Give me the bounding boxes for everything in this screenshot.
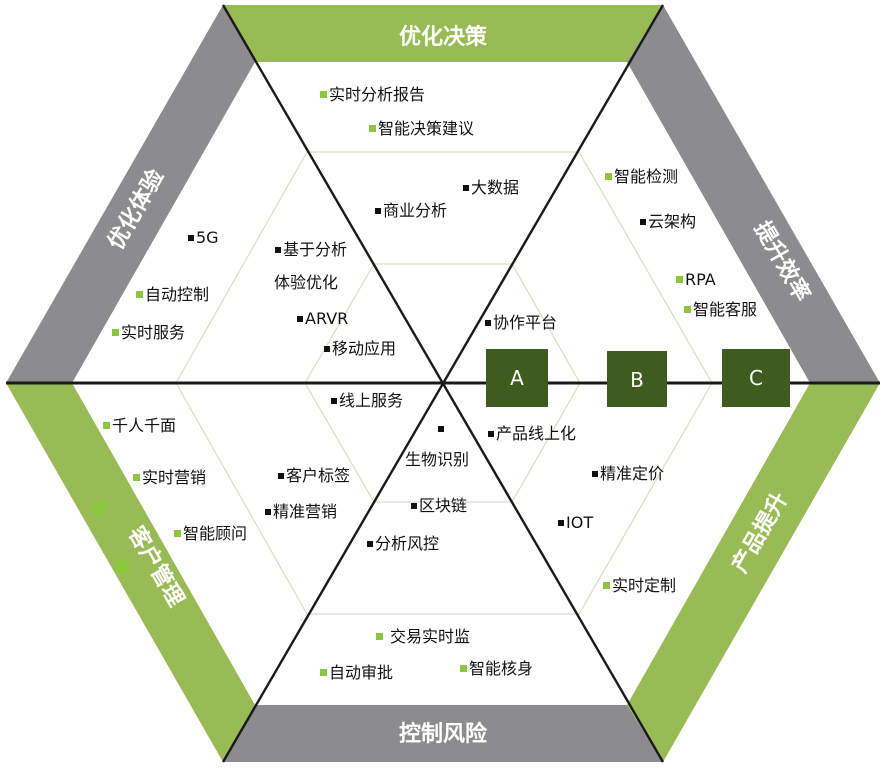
band-label-bottom: 控制风险 (399, 721, 488, 747)
svg-text:商业分析: 商业分析 (383, 201, 447, 220)
band-upper-right (627, 5, 880, 383)
band-top (223, 5, 663, 62)
svg-text:智能核身: 智能核身 (469, 659, 533, 678)
svg-text:基于分析: 基于分析 (283, 240, 347, 259)
item-c8: 分析风控 (367, 534, 439, 553)
svg-text:大数据: 大数据 (471, 178, 519, 197)
item-r1: 智能检测 (605, 167, 678, 186)
svg-text:自动审批: 自动审批 (329, 663, 393, 682)
item-lr3: 实时定制 (603, 576, 676, 595)
item-ll3: 智能顾问 (174, 524, 247, 543)
item-t4: 大数据 (463, 178, 519, 197)
item-l3: 实时服务 (112, 323, 185, 342)
band-upper-left (6, 5, 255, 383)
svg-text:实时分析报告: 实时分析报告 (329, 85, 425, 104)
band-bottom (223, 705, 663, 762)
item-c1: 协作平台 (485, 313, 557, 332)
item-b3: 智能核身 (460, 659, 533, 678)
svg-text:智能顾问: 智能顾问 (183, 524, 247, 543)
svg-text:智能客服: 智能客服 (693, 300, 757, 319)
item-lr1: 精准定价 (592, 464, 664, 483)
svg-text:精准定价: 精准定价 (600, 464, 664, 483)
svg-text:客户标签: 客户标签 (286, 466, 350, 485)
svg-text:自动控制: 自动控制 (145, 285, 209, 304)
item-ll1: 千人千面 (103, 416, 176, 435)
item-c7: 区块链 (411, 496, 467, 515)
item-l5: ARVR (297, 309, 348, 328)
svg-text:线上服务: 线上服务 (339, 391, 403, 410)
item-c3: 产品线上化 (488, 424, 576, 443)
box-a: A (486, 349, 548, 407)
svg-text:产品线上化: 产品线上化 (496, 424, 576, 443)
item-l2: 自动控制 (136, 285, 209, 304)
band-label-top: 优化决策 (399, 24, 488, 50)
svg-text:生物识别: 生物识别 (405, 450, 469, 469)
svg-text:实时定制: 实时定制 (612, 576, 676, 595)
band-lower-right (627, 383, 880, 762)
box-b: B (607, 351, 667, 407)
svg-text:千人千面: 千人千面 (112, 416, 176, 435)
item-r2: 云架构 (640, 212, 696, 231)
svg-text:ARVR: ARVR (305, 309, 348, 328)
svg-text:精准营销: 精准营销 (273, 502, 337, 521)
svg-text:C: C (749, 366, 763, 390)
item-c5: 客户标签 (278, 466, 350, 485)
svg-text:体验优化: 体验优化 (274, 273, 338, 292)
item-r3: RPA (676, 270, 716, 289)
svg-text:IOT: IOT (566, 513, 593, 532)
item-l4b: 体验优化 (274, 273, 338, 292)
item-lr2: IOT (558, 513, 593, 532)
svg-text:B: B (630, 368, 644, 392)
svg-text:协作平台: 协作平台 (493, 313, 557, 332)
svg-text:云架构: 云架构 (648, 212, 696, 231)
svg-text:交易实时监: 交易实时监 (390, 627, 470, 646)
deco-square-2 (115, 559, 129, 573)
spoke-diagonal-b (221, 4, 665, 763)
item-c4: 生物识别 (405, 426, 469, 469)
svg-text:A: A (510, 366, 524, 390)
svg-text:5G: 5G (196, 228, 219, 247)
item-r4: 智能客服 (684, 300, 757, 319)
item-c6: 精准营销 (265, 502, 337, 521)
item-t2: 智能决策建议 (369, 119, 474, 138)
box-c: C (722, 349, 790, 407)
band-lower-left (6, 383, 255, 762)
item-l4: 基于分析 (275, 240, 347, 259)
item-b1: 交易实时监 (376, 627, 470, 646)
item-t3: 商业分析 (375, 201, 447, 220)
item-b2: 自动审批 (320, 663, 393, 682)
deco-square-1 (92, 500, 106, 514)
item-l6: 移动应用 (324, 339, 396, 358)
svg-text:区块链: 区块链 (419, 496, 467, 515)
svg-text:分析风控: 分析风控 (375, 534, 439, 553)
svg-text:智能检测: 智能检测 (614, 167, 678, 186)
svg-text:移动应用: 移动应用 (332, 339, 396, 358)
item-c2: 线上服务 (331, 391, 403, 410)
svg-text:实时服务: 实时服务 (121, 323, 185, 342)
svg-text:智能决策建议: 智能决策建议 (378, 119, 474, 138)
svg-text:RPA: RPA (685, 270, 716, 289)
item-t1: 实时分析报告 (320, 85, 425, 104)
item-l1: 5G (188, 228, 219, 247)
item-ll2: 实时营销 (133, 468, 206, 487)
svg-text:实时营销: 实时营销 (142, 468, 206, 487)
